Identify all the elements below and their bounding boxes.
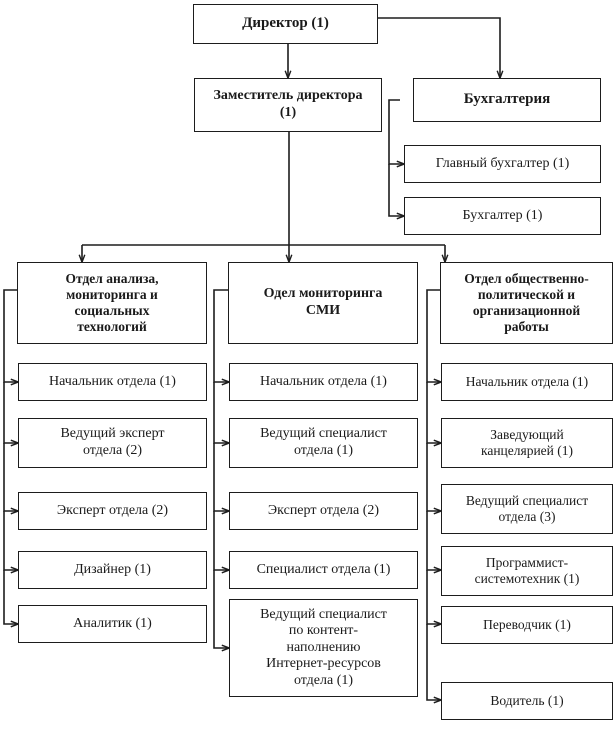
node-director[interactable]: Директор (1) [193, 4, 378, 44]
node-director-label: Директор (1) [242, 15, 329, 32]
node-dept3-item-3-label: Ведущий специалист отдела (3) [465, 493, 589, 524]
node-dept1-item-5[interactable]: Аналитик (1) [18, 605, 207, 643]
node-accountant-label: Бухгалтер (1) [462, 207, 543, 223]
node-dept1-item-1[interactable]: Начальник отдела (1) [18, 363, 207, 401]
node-department-header-2-label: Одел мониторинга СМИ [263, 286, 383, 318]
node-department-header-3[interactable]: Отдел общественно- политической и органи… [440, 262, 613, 344]
node-dept3-item-4-label: Программист- системотехник (1) [474, 555, 580, 586]
node-dept1-item-2-label: Ведущий эксперт отдела (2) [60, 426, 165, 458]
node-dept3-item-5[interactable]: Переводчик (1) [441, 606, 613, 644]
node-accounting[interactable]: Бухгалтерия [413, 78, 601, 122]
node-dept3-item-6[interactable]: Водитель (1) [441, 682, 613, 720]
node-dept1-item-4[interactable]: Дизайнер (1) [18, 551, 207, 589]
node-dept2-item-1[interactable]: Начальник отдела (1) [229, 363, 418, 401]
node-dept1-item-3[interactable]: Эксперт отдела (2) [18, 492, 207, 530]
node-department-header-1[interactable]: Отдел анализа, мониторинга и социальных … [17, 262, 207, 344]
node-dept1-item-2[interactable]: Ведущий эксперт отдела (2) [18, 418, 207, 468]
node-dept3-item-2[interactable]: Заведующий канцелярией (1) [441, 418, 613, 468]
node-accountant[interactable]: Бухгалтер (1) [404, 197, 601, 235]
node-dept2-item-4-label: Специалист отдела (1) [256, 561, 391, 577]
node-dept3-item-4[interactable]: Программист- системотехник (1) [441, 546, 613, 596]
node-department-header-3-label: Отдел общественно- политической и органи… [464, 271, 589, 334]
node-dept1-item-5-label: Аналитик (1) [73, 615, 152, 631]
node-dept3-item-1-label: Начальник отдела (1) [465, 374, 589, 390]
node-dept2-item-3[interactable]: Эксперт отдела (2) [229, 492, 418, 530]
node-department-header-2[interactable]: Одел мониторинга СМИ [228, 262, 418, 344]
node-chief-accountant[interactable]: Главный бухгалтер (1) [404, 145, 601, 183]
node-dept3-item-6-label: Водитель (1) [490, 693, 564, 709]
node-dept2-item-3-label: Эксперт отдела (2) [267, 502, 380, 518]
node-dept3-item-3[interactable]: Ведущий специалист отдела (3) [441, 484, 613, 534]
node-dept2-item-5-label: Ведущий специалист по контент- наполнени… [260, 606, 387, 688]
node-dept3-item-2-label: Заведующий канцелярией (1) [480, 427, 574, 458]
node-dept2-item-2-label: Ведущий специалист отдела (1) [260, 426, 387, 458]
node-chief-accountant-label: Главный бухгалтер (1) [435, 155, 570, 171]
node-dept1-item-4-label: Дизайнер (1) [74, 561, 151, 577]
node-dept1-item-1-label: Начальник отдела (1) [49, 373, 176, 389]
node-accounting-label: Бухгалтерия [463, 91, 551, 108]
node-dept2-item-2[interactable]: Ведущий специалист отдела (1) [229, 418, 418, 468]
node-dept1-item-3-label: Эксперт отдела (2) [56, 502, 169, 518]
node-dept2-item-5[interactable]: Ведущий специалист по контент- наполнени… [229, 599, 418, 697]
node-dept2-item-1-label: Начальник отдела (1) [260, 373, 387, 389]
node-deputy-director-label: Заместитель директора (1) [213, 88, 363, 120]
node-dept3-item-5-label: Переводчик (1) [483, 617, 571, 633]
node-department-header-1-label: Отдел анализа, мониторинга и социальных … [65, 271, 159, 334]
node-dept3-item-1[interactable]: Начальник отдела (1) [441, 363, 613, 401]
node-dept2-item-4[interactable]: Специалист отдела (1) [229, 551, 418, 589]
node-deputy-director[interactable]: Заместитель директора (1) [194, 78, 382, 132]
